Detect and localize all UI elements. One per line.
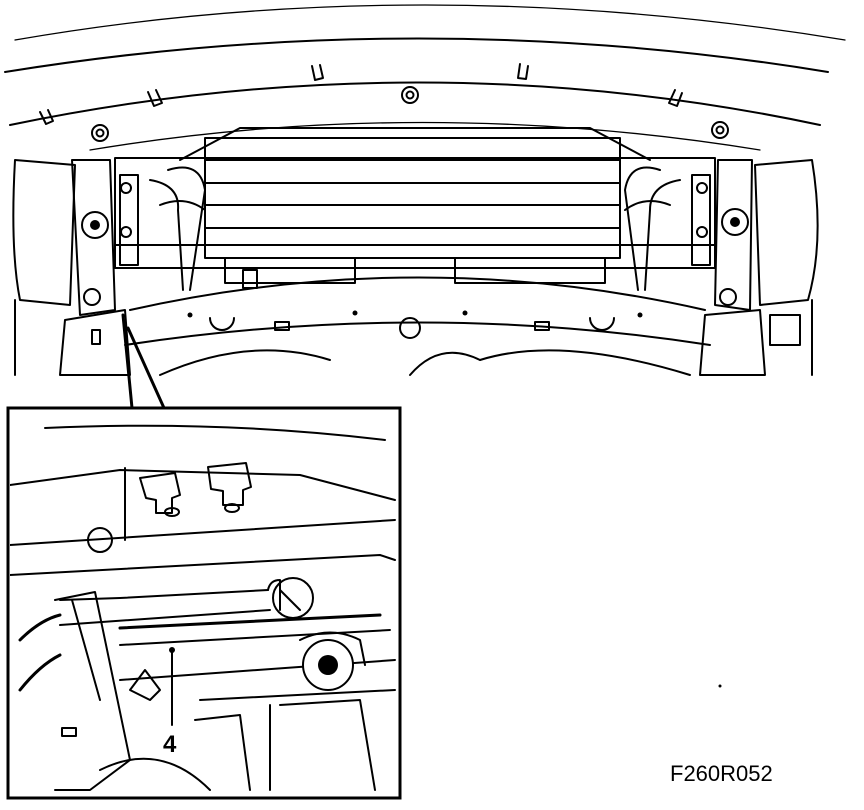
detail-leader-line-right <box>126 326 166 410</box>
right-side-panel <box>754 159 819 306</box>
right-mount-bracket <box>691 159 801 376</box>
bolt-head <box>272 577 314 619</box>
left-mount-bracket <box>59 159 139 376</box>
bracket-tab-right <box>207 462 252 506</box>
bumper-edge-arc <box>4 37 829 73</box>
detail-inset: 4 <box>6 406 402 800</box>
bumper-clips <box>39 63 683 125</box>
washer-symbols <box>91 86 729 142</box>
left-side-panel <box>12 159 76 306</box>
callout-label: 4 <box>163 731 177 758</box>
stray-dot <box>718 684 722 688</box>
cross-member <box>124 276 711 376</box>
main-view <box>4 4 846 410</box>
callout-dot <box>169 647 175 653</box>
bumper-inner-arc <box>9 81 821 126</box>
bracket-tab-left <box>139 472 181 514</box>
radiator-core <box>114 127 716 289</box>
bumper-lower-arc <box>89 121 761 151</box>
radiator-hoses <box>149 166 681 291</box>
detail-leader-line-left <box>121 313 134 410</box>
bumper-outer-arc <box>14 4 846 41</box>
figure-code: F260R052 <box>670 761 773 786</box>
